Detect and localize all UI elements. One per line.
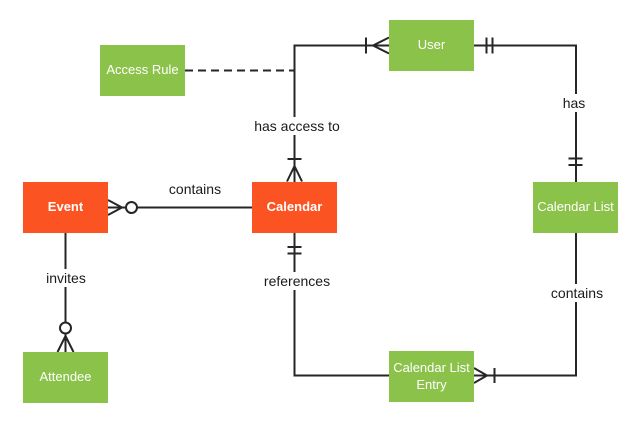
connector-has-user-calendar-list: [474, 37, 583, 182]
entity-attendee[interactable]: Attendee: [23, 352, 108, 403]
crow-foot-icon: [372, 36, 390, 55]
entity-calendar[interactable]: Calendar: [252, 182, 337, 233]
connector-contains-calendar-list-entry: [473, 233, 577, 384]
crow-foot-icon: [473, 367, 488, 384]
entity-label: Attendee: [39, 369, 92, 385]
entity-calendar-list[interactable]: Calendar List: [533, 182, 618, 233]
double-tick-icon: [568, 157, 583, 166]
relationship-label-has-access-to: has access to: [250, 117, 344, 135]
connector-line: [293, 233, 389, 377]
connector-line: [474, 233, 577, 377]
relationship-label-has: has: [558, 94, 590, 112]
entity-label: Calendar List: [537, 199, 614, 215]
zero-ring-icon: [59, 321, 72, 335]
entity-label: Calendar: [266, 199, 323, 215]
entity-user[interactable]: User: [389, 20, 474, 71]
entity-label: User: [417, 37, 446, 53]
relationship-label-invites: invites: [42, 269, 90, 287]
entity-access-rule[interactable]: Access Rule: [100, 45, 185, 96]
entity-label: Access Rule: [106, 62, 179, 78]
crow-foot-icon: [56, 335, 75, 353]
connector-references: [287, 233, 389, 377]
connector-contains-event-calendar: [107, 199, 252, 216]
connector-line: [293, 44, 389, 182]
entity-calendar-list-entry[interactable]: Calendar List Entry: [389, 351, 474, 402]
relationship-label-contains: contains: [164, 180, 226, 198]
zero-ring-icon: [125, 201, 138, 214]
crow-foot-icon: [286, 165, 303, 182]
double-tick-icon: [485, 37, 494, 54]
relationship-label-contains-right: contains: [546, 284, 608, 302]
entity-label: Calendar List Entry: [393, 360, 470, 392]
double-tick-icon: [287, 246, 302, 255]
relationship-label-references: references: [259, 272, 335, 290]
connector-line: [474, 44, 577, 182]
connector-has-access-to: [286, 36, 390, 182]
connector-invites-event-attendee: [56, 233, 75, 353]
entity-event[interactable]: Event: [23, 182, 108, 233]
crow-foot-icon: [107, 199, 123, 216]
entity-label: Event: [47, 199, 84, 215]
